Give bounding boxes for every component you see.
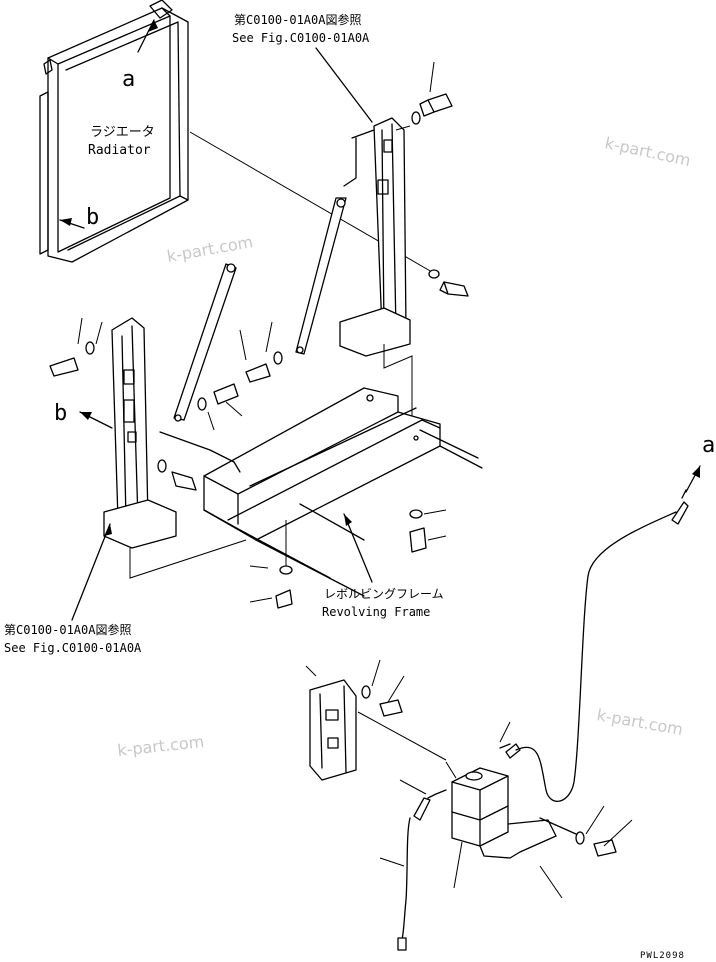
bolt-stay-right xyxy=(239,321,283,383)
ref-label-left-en: See Fig.C0100-01A0A xyxy=(4,641,142,655)
watermark: k-part.com xyxy=(595,705,684,739)
tank-leader-right xyxy=(539,865,563,899)
upper-stay-right xyxy=(295,197,347,355)
callout-label-a: a xyxy=(122,67,135,92)
watermark: k-part.com xyxy=(116,732,205,760)
tank-bracket xyxy=(305,665,357,781)
bolt-stay-left xyxy=(197,383,243,431)
left-upright-bracket xyxy=(103,317,247,579)
bolt-left-mid xyxy=(157,459,197,491)
bolt-tank-right xyxy=(539,805,633,857)
drain-hose xyxy=(379,779,447,951)
drawing-code: PWL2098 xyxy=(640,951,685,961)
radiator-callout-a: a xyxy=(122,19,158,92)
radiator-drawing xyxy=(39,0,433,273)
ref-left-leader xyxy=(71,523,111,621)
bracket-callout-b: b xyxy=(54,401,113,429)
frame-leader xyxy=(343,513,373,583)
bolt-mid-right xyxy=(428,269,469,297)
radiator-callout-b: b xyxy=(59,205,99,230)
bolt-frame-bottom xyxy=(249,565,293,609)
right-upright-bracket xyxy=(339,117,413,440)
bolt-top-right xyxy=(411,61,453,125)
radiator-label-en: Radiator xyxy=(88,143,151,158)
radiator-label-jp: ラジエータ xyxy=(90,125,155,140)
ref-top-leader xyxy=(315,47,373,123)
upper-stay-left xyxy=(173,263,237,422)
bolt-tank-bracket xyxy=(357,659,447,761)
tank-leader-bottom xyxy=(453,841,463,889)
ref-label-left-jp: 第C0100-01A0A図参照 xyxy=(4,622,131,637)
watermark: k-part.com xyxy=(165,232,254,266)
ref-label-top-en: See Fig.C0100-01A0A xyxy=(232,31,370,45)
bolt-left-top xyxy=(49,317,103,377)
callout-label-a: a xyxy=(702,433,715,458)
callout-label-b: b xyxy=(54,401,67,426)
frame-label-jp: レボルビングフレーム xyxy=(324,587,444,601)
frame-label-en: Revolving Frame xyxy=(322,605,430,619)
ref-label-top-jp: 第C0100-01A0A図参照 xyxy=(234,12,361,27)
reserve-tank xyxy=(451,767,557,859)
callout-label-b: b xyxy=(86,205,99,230)
revolving-frame xyxy=(159,387,483,597)
tank-bracket-leader xyxy=(445,761,457,779)
overflow-hose: a xyxy=(499,433,715,802)
watermark: k-part.com xyxy=(603,133,692,170)
bolt-frame-right xyxy=(409,509,447,553)
